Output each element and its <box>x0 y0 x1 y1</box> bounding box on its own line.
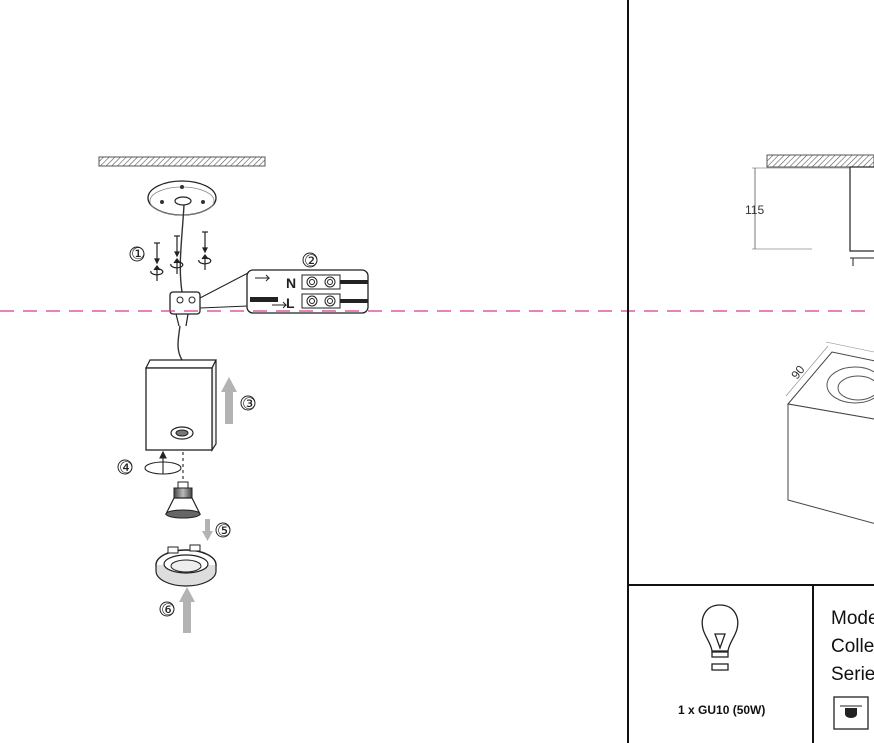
side-view-body <box>849 166 874 252</box>
step-2-badge <box>302 252 318 268</box>
step-5-arrow <box>202 519 213 541</box>
light-bulb-icon <box>701 604 739 671</box>
step-1-badge <box>129 246 145 262</box>
isometric-view <box>785 341 874 524</box>
step-5-label: ⑤ <box>217 521 231 540</box>
step-4-label: ④ <box>119 458 133 477</box>
screw-icon <box>150 231 212 281</box>
step-5-badge <box>215 522 231 538</box>
step-3-label: ③ <box>242 394 256 413</box>
step-3-badge <box>240 395 256 411</box>
lamp-housing <box>145 359 217 452</box>
wiring-detail-box <box>246 269 369 314</box>
bulb-spec-label: 1 x GU10 (50W) <box>678 703 765 717</box>
step-6-label: ⑥ <box>161 600 175 619</box>
step-3-arrow <box>221 377 237 424</box>
info-row-model: Mode <box>831 608 874 629</box>
step-4-badge <box>117 459 133 475</box>
rotate-arrow-icon <box>144 450 184 480</box>
dim-height-label: 115 <box>745 203 764 217</box>
step-6-badge <box>159 601 175 617</box>
step-1-label: ① <box>131 244 145 263</box>
trim-ring <box>155 544 217 587</box>
side-view-ceiling <box>766 154 874 168</box>
info-row-collection: Colle <box>831 636 874 657</box>
ceiling-lamp-icon <box>833 696 869 730</box>
dim-width-label: 90 <box>788 362 807 381</box>
supply-cable <box>179 204 185 293</box>
housing-cable <box>177 325 183 361</box>
wire-live-label: L <box>286 295 295 311</box>
step-6-arrow <box>179 587 195 633</box>
zoom-callout-bottom <box>199 305 249 309</box>
ceiling-plate-icon <box>147 180 217 216</box>
zoom-callout-top <box>199 272 249 299</box>
terminal-block-icon <box>169 291 201 327</box>
gu10-bulb <box>165 481 201 519</box>
step-2-label: ② <box>304 251 318 270</box>
info-row-series: Serie <box>831 664 874 685</box>
ceiling-hatch <box>98 156 266 167</box>
wire-neutral-label: N <box>286 275 296 291</box>
